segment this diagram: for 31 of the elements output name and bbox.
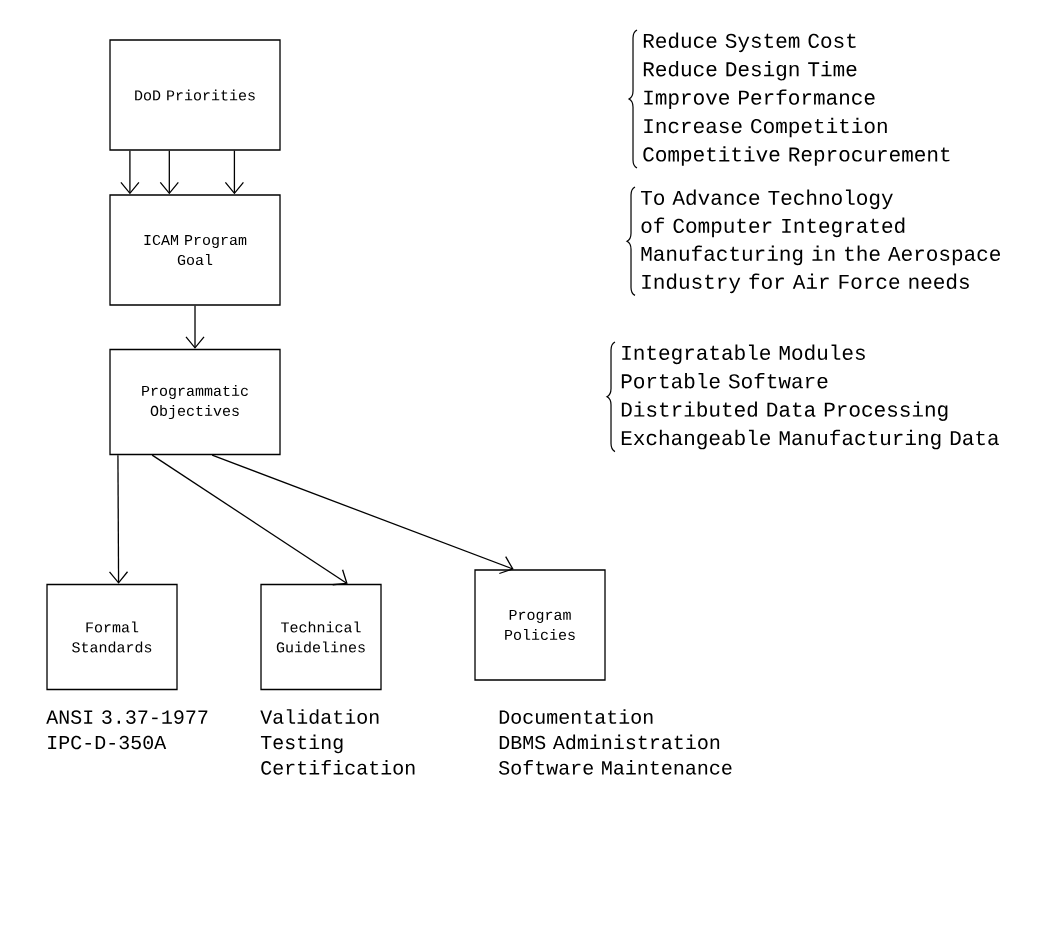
- note-text: Software Maintenance: [499, 760, 732, 775]
- process-box: Program Policies: [474, 569, 606, 681]
- arrow: [159, 150, 179, 195]
- note-text: Portable Software: [621, 373, 828, 389]
- arrow: [211, 454, 514, 575]
- note-text: Reduce System Cost: [643, 32, 856, 53]
- note-text: DBMS Administration: [499, 734, 720, 750]
- note-text: Validation: [260, 709, 379, 724]
- note-text: Exchangeable Manufacturing Data: [621, 429, 999, 450]
- note-text: To Advance Technology of Computer Integrated Manufacturing in the Aerospace Industry for Air Force needs: [641, 189, 1000, 294]
- process-box: ICAM Program Goal: [109, 194, 281, 306]
- note-text: Improve Performance: [644, 89, 875, 109]
- process-box: Formal Standards: [46, 583, 178, 691]
- note-text: IPC-D-350A: [48, 735, 167, 750]
- arrow: [224, 150, 245, 195]
- note-text: Distributed Data Processing: [621, 401, 948, 421]
- arrow: [151, 454, 348, 586]
- note-text: Reduce Design Time: [643, 61, 857, 81]
- arrow: [108, 454, 129, 584]
- note-text: Integratable Modules: [622, 344, 865, 365]
- process-box: Technical Guidelines: [260, 583, 382, 691]
- note-text: Testing: [260, 734, 343, 754]
- note-text: Increase Competition: [644, 117, 887, 138]
- note-text: Documentation: [499, 709, 653, 724]
- note-text: ANSI 3.37-1977: [46, 710, 208, 724]
- arrow: [185, 305, 205, 349]
- note-text: Certification: [261, 760, 415, 775]
- process-box: DoD Priorities: [109, 39, 281, 151]
- note-text: Competitive Reprocurement: [643, 146, 950, 166]
- process-box: Programmatic Objectives: [109, 348, 281, 456]
- arrow: [120, 150, 140, 195]
